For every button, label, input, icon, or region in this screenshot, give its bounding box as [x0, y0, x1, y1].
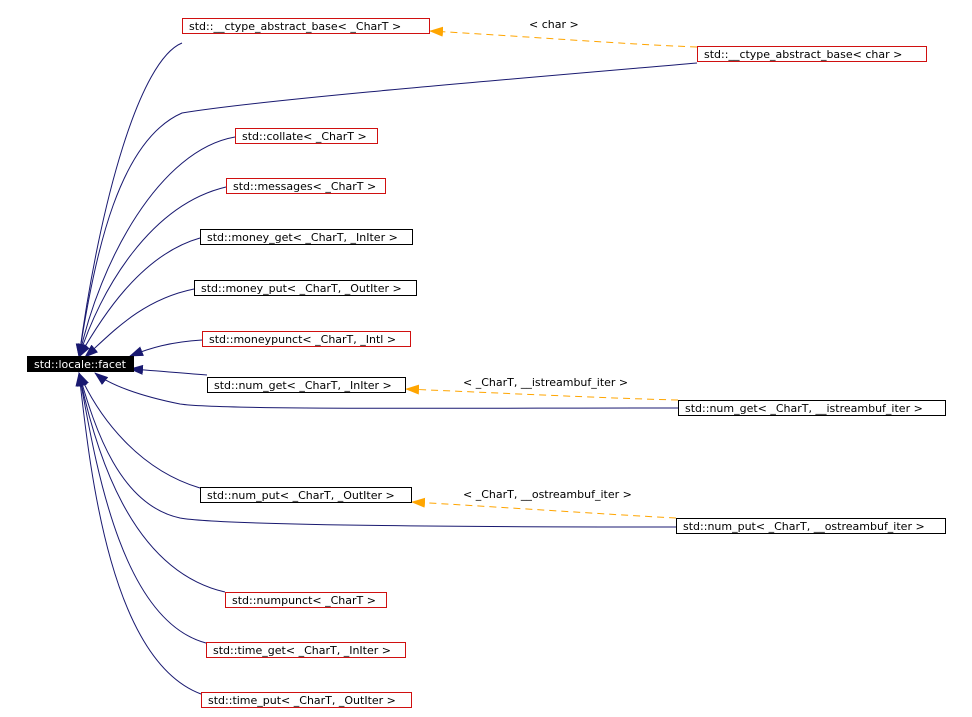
node-moneypunct[interactable]: std::moneypunct< _CharT, _Intl > [202, 331, 411, 347]
node-num-put-ostreambuf[interactable]: std::num_put< _CharT, __ostreambuf_iter … [676, 518, 946, 534]
edge-ctype-abstract-base [75, 42, 183, 358]
edge-template-ostreambuf [411, 497, 677, 519]
node-money-get[interactable]: std::money_get< _CharT, _InIter > [200, 229, 413, 245]
node-ctype-abstract-base[interactable]: std::__ctype_abstract_base< _CharT > [182, 18, 430, 34]
edge-num-get [129, 364, 208, 376]
edge-template-char [429, 26, 698, 48]
node-time-get[interactable]: std::time_get< _CharT, _InIter > [206, 642, 406, 658]
edge-time-get [76, 372, 207, 644]
edge-collate [76, 136, 236, 358]
edge-messages [78, 186, 227, 358]
root-node-locale-facet: std::locale::facet [27, 356, 134, 372]
edge-numpunct [76, 372, 226, 593]
edge-label-istreambuf: < _CharT, __istreambuf_iter > [463, 376, 629, 389]
node-num-put[interactable]: std::num_put< _CharT, _OutIter > [200, 487, 412, 503]
edge-num-put-ostream [77, 372, 677, 528]
node-money-put[interactable]: std::money_put< _CharT, _OutIter > [194, 280, 417, 296]
edge-num-get-istream [94, 372, 679, 409]
node-messages[interactable]: std::messages< _CharT > [226, 178, 386, 194]
node-numpunct[interactable]: std::numpunct< _CharT > [225, 592, 387, 608]
edge-label-char: < char > [529, 18, 579, 31]
edge-moneypunct [129, 339, 203, 357]
edge-label-ostreambuf: < _CharT, __ostreambuf_iter > [463, 488, 632, 501]
node-num-get-istreambuf[interactable]: std::num_get< _CharT, __istreambuf_iter … [678, 400, 946, 416]
edge-money-put [84, 288, 195, 358]
node-num-get[interactable]: std::num_get< _CharT, _InIter > [207, 377, 406, 393]
node-time-put[interactable]: std::time_put< _CharT, _OutIter > [201, 692, 412, 708]
edge-num-put [78, 372, 201, 489]
edge-ctype-abstract-base-char [75, 62, 698, 358]
edge-money-get [78, 237, 201, 358]
node-collate[interactable]: std::collate< _CharT > [235, 128, 378, 144]
edge-template-istreambuf [405, 384, 679, 401]
edge-time-put [75, 372, 202, 695]
node-ctype-abstract-base-char[interactable]: std::__ctype_abstract_base< char > [697, 46, 927, 62]
